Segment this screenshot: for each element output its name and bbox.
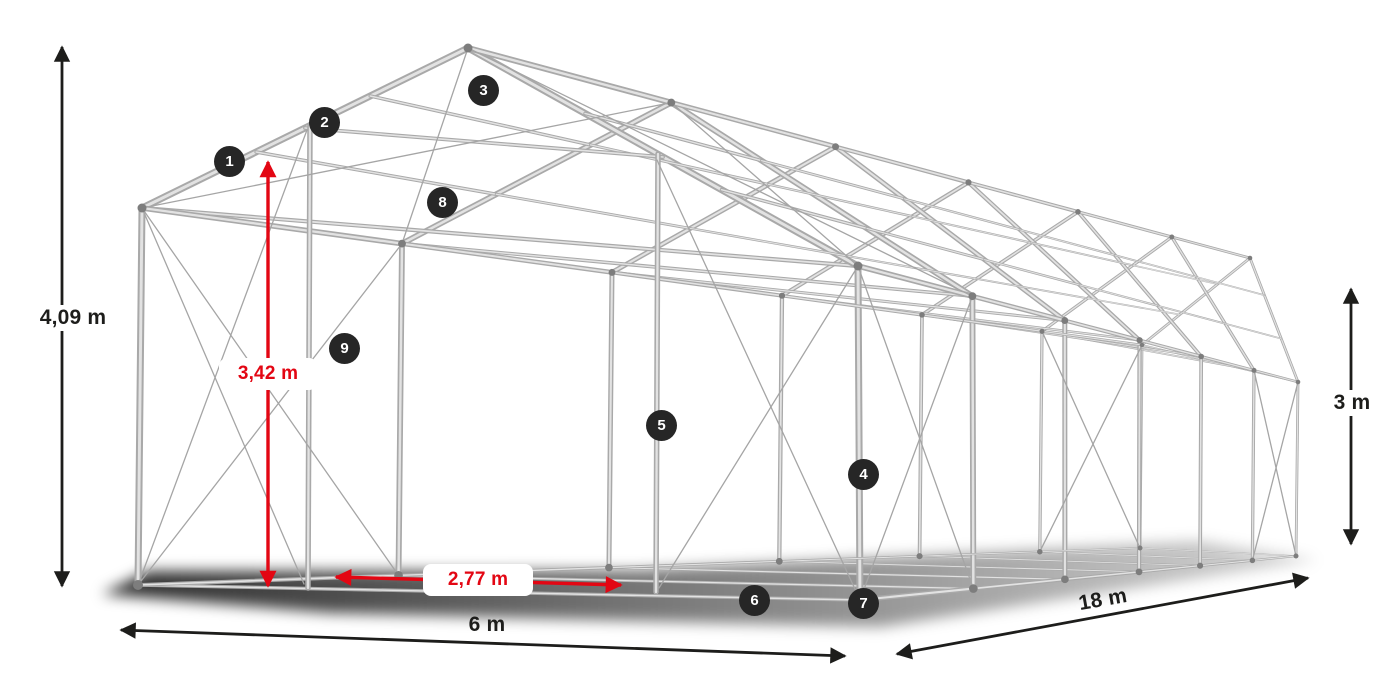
dim-total-height-label: 4,09 m: [22, 305, 124, 332]
dim-clear-width-label: 2,77 m: [425, 566, 531, 594]
part-badge-4: 4: [848, 459, 879, 490]
part-badge-9: 9: [329, 333, 360, 364]
part-badge-6: 6: [739, 585, 770, 616]
part-badge-7: 7: [848, 588, 879, 619]
part-badge-8: 8: [427, 187, 458, 218]
dim-width-arrow: [119, 622, 847, 664]
dim-clear-height-label: 3,42 m: [221, 360, 315, 388]
dim-length-arrow: [895, 572, 1310, 660]
part-badge-2: 2: [309, 107, 340, 138]
tent-frame-members: [133, 43, 1301, 605]
part-badge-3: 3: [468, 75, 499, 106]
dim-side-height-label: 3 m: [1322, 390, 1382, 417]
dim-width-label: 6 m: [468, 613, 506, 636]
part-badge-1: 1: [214, 146, 245, 177]
part-badge-5: 5: [646, 410, 677, 441]
